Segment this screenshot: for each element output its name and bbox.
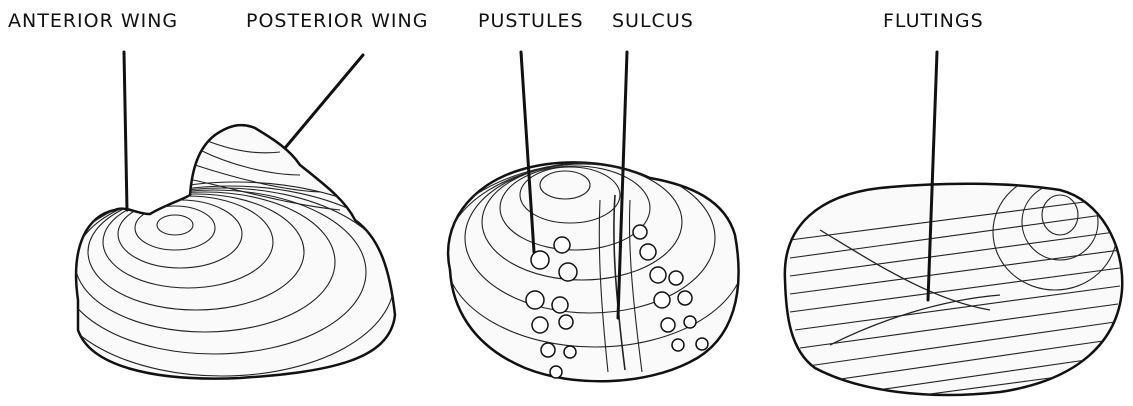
sulcus-label: SULCUS <box>612 10 694 32</box>
anterior-wing-label: ANTERIOR WING <box>8 10 178 32</box>
flutings-label: FLUTINGS <box>883 10 984 32</box>
posterior-wing-label: POSTERIOR WING <box>246 10 428 32</box>
fluted-shell-drawing <box>785 174 1122 398</box>
pustulose-shell-drawing <box>426 162 770 382</box>
pustules-label: PUSTULES <box>478 10 584 32</box>
anterior-wing-leader <box>124 52 127 210</box>
winged-shell-drawing <box>26 125 446 406</box>
posterior-wing-leader <box>285 55 363 148</box>
